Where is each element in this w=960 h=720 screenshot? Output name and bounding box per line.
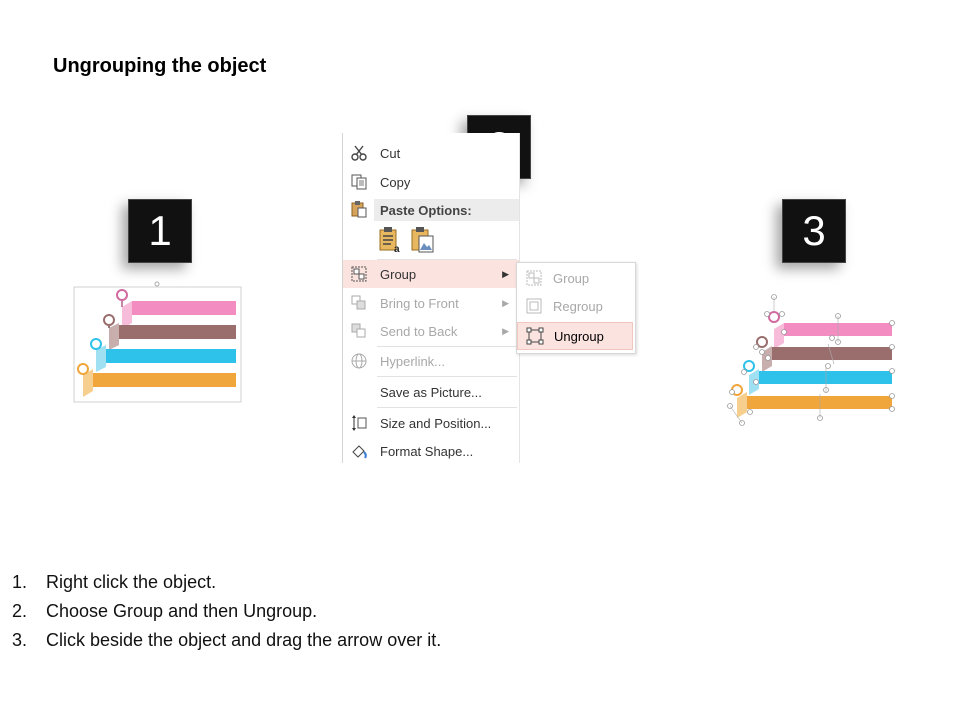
menu-item-paste-options xyxy=(343,195,519,223)
paste-options-row: a xyxy=(379,226,435,257)
submenu-item-regroup[interactable]: Regroup xyxy=(517,292,633,320)
menu-item-label: Cut xyxy=(380,145,401,161)
submenu-arrow-icon: ▶ xyxy=(502,268,509,279)
menu-item-label: Save as Picture... xyxy=(380,384,482,400)
grouped-object[interactable] xyxy=(70,280,245,410)
keep-text-only-icon[interactable]: a xyxy=(379,226,403,257)
menu-item-label: Send to Back xyxy=(380,323,458,339)
context-menu: Cut Copy Paste Options: a Group ▶ Bring … xyxy=(342,133,520,463)
ungroup-icon xyxy=(524,327,546,345)
instruction-item: 2. Choose Group and then Ungroup. xyxy=(12,601,318,621)
submenu-item-label: Group xyxy=(553,270,590,286)
menu-item-label: Group xyxy=(380,266,417,282)
paste-icon xyxy=(348,199,370,219)
step-badge-3: 3 xyxy=(782,199,846,263)
menu-item-save-as-picture[interactable]: Save as Picture... xyxy=(343,378,519,406)
menu-item-label: Bring to Front xyxy=(380,295,459,311)
submenu-item-label: Regroup xyxy=(553,298,603,314)
svg-text:a: a xyxy=(394,244,400,254)
instructions-list: 1. Right click the object. 2. Choose Gro… xyxy=(12,568,441,655)
menu-item-size-and-position[interactable]: Size and Position... xyxy=(343,409,519,437)
menu-item-label: Hyperlink... xyxy=(380,353,446,369)
hyperlink-icon xyxy=(348,351,370,371)
submenu-item-group[interactable]: Group xyxy=(517,264,633,292)
group-icon xyxy=(348,264,370,284)
menu-item-copy[interactable]: Copy xyxy=(343,168,519,196)
menu-item-label: Size and Position... xyxy=(380,415,492,431)
submenu-item-label: Ungroup xyxy=(554,328,604,344)
picture-paste-icon[interactable] xyxy=(411,226,435,257)
menu-item-bring-to-front[interactable]: Bring to Front ▶ xyxy=(343,289,519,317)
paste-options-header: Paste Options: xyxy=(374,199,519,221)
menu-item-cut[interactable]: Cut xyxy=(343,139,519,167)
size-position-icon xyxy=(348,413,370,433)
format-shape-icon xyxy=(348,441,370,461)
menu-item-label: Format Shape... xyxy=(380,443,474,459)
group-submenu: Group Regroup Ungroup xyxy=(516,262,636,354)
menu-item-group[interactable]: Group ▶ xyxy=(343,260,519,288)
menu-item-format-shape[interactable]: Format Shape... xyxy=(343,437,519,465)
menu-item-hyperlink[interactable]: Hyperlink... xyxy=(343,347,519,375)
instruction-item: 3. Click beside the object and drag the … xyxy=(12,630,442,650)
scissors-icon xyxy=(348,143,370,163)
page-title: Ungrouping the object xyxy=(53,55,267,77)
menu-item-label: Copy xyxy=(380,174,411,190)
send-to-back-icon xyxy=(348,321,370,341)
instruction-item: 1. Right click the object. xyxy=(12,572,217,592)
ungrouped-object[interactable] xyxy=(722,292,897,437)
step-badge-1: 1 xyxy=(128,199,192,263)
group-icon xyxy=(523,269,545,287)
submenu-item-ungroup[interactable]: Ungroup xyxy=(517,322,633,350)
menu-item-send-to-back[interactable]: Send to Back ▶ xyxy=(343,317,519,345)
copy-icon xyxy=(348,172,370,192)
submenu-arrow-icon: ▶ xyxy=(502,325,509,336)
regroup-icon xyxy=(523,297,545,315)
bring-to-front-icon xyxy=(348,293,370,313)
submenu-arrow-icon: ▶ xyxy=(502,297,509,308)
